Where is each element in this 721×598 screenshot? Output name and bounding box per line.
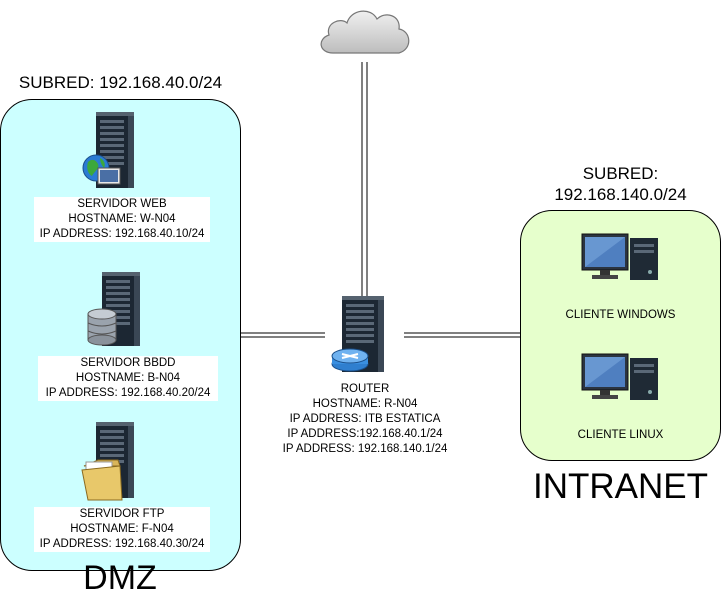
database-server-title: SERVIDOR BBDD: [80, 357, 176, 369]
ftp-server-hostname: HOSTNAME: F-N04: [70, 523, 174, 535]
database-server-ip: IP ADDRESS: 192.168.40.20/24: [45, 387, 211, 399]
router-ip-intranet: IP ADDRESS: 192.168.140.1/24: [282, 443, 448, 455]
ftp-server-ip: IP ADDRESS: 192.168.40.30/24: [39, 538, 205, 550]
web-server[interactable]: [80, 110, 150, 192]
web-server-hostname: HOSTNAME: W-N04: [68, 213, 176, 225]
windows-client-label: CLIENTE WINDOWS: [565, 309, 676, 321]
intranet-subnet-line2: 192.168.140.0/24: [554, 185, 687, 204]
router-hostname: HOSTNAME: R-N04: [312, 398, 418, 410]
ftp-server-icon: [81, 422, 134, 501]
web-server-ip: IP ADDRESS: 192.168.40.10/24: [39, 228, 205, 240]
ftp-server[interactable]: [80, 420, 150, 502]
ftp-server-title: SERVIDOR FTP: [79, 508, 165, 520]
desktop-computer-icon: [581, 353, 658, 400]
ftp-server-label: SERVIDOR FTP HOSTNAME: F-N04 IP ADDRESS:…: [34, 507, 210, 552]
router[interactable]: [326, 294, 404, 376]
web-server-icon: [82, 112, 134, 188]
web-server-label: SERVIDOR WEB HOSTNAME: W-N04 IP ADDRESS:…: [34, 197, 210, 242]
intranet-subnet-label: SUBRED: 192.168.140.0/24: [520, 163, 721, 205]
database-server-hostname: HOSTNAME: B-N04: [75, 372, 181, 384]
cloud-icon: [320, 10, 410, 54]
dmz-zone-label: DMZ: [83, 559, 157, 597]
web-server-title: SERVIDOR WEB: [77, 198, 167, 210]
database-server-label: SERVIDOR BBDD HOSTNAME: B-N04 IP ADDRESS…: [38, 356, 218, 401]
database-server-icon: [87, 272, 140, 346]
windows-client[interactable]: [580, 232, 662, 282]
desktop-computer-icon: [581, 233, 658, 280]
intranet-subnet-line1: SUBRED:: [582, 164, 659, 183]
router-ip-itb: IP ADDRESS: ITB ESTATICA: [289, 413, 441, 425]
router-ip-dmz: IP ADDRESS:192.168.40.1/24: [287, 428, 443, 440]
dmz-subnet-label: SUBRED: 192.168.40.0/24: [18, 73, 223, 92]
router-server-icon: [331, 296, 384, 372]
router-title: ROUTER: [340, 383, 390, 395]
database-server[interactable]: [84, 268, 154, 350]
router-label: ROUTER HOSTNAME: R-N04 IP ADDRESS: ITB E…: [266, 382, 464, 457]
linux-client-label: CLIENTE LINUX: [577, 429, 664, 441]
linux-client[interactable]: [580, 352, 662, 402]
intranet-zone-label: INTRANET: [533, 467, 708, 506]
